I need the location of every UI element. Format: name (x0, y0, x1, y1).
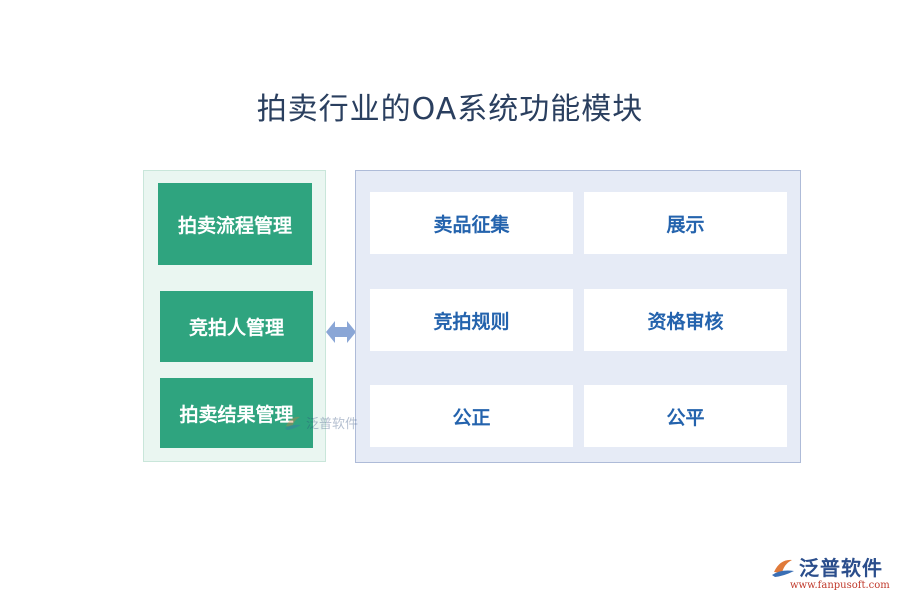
logo-mark-icon (772, 559, 794, 577)
feature-qualification-review: 资格审核 (584, 289, 787, 351)
logo-mark-icon (285, 416, 301, 430)
double-arrow-icon (326, 321, 356, 343)
watermark-text: 泛普软件 (306, 416, 359, 432)
watermark: 泛普软件 (283, 412, 358, 432)
brand-logo: 泛普软件 www.fanpusoft.com (770, 552, 895, 596)
feature-impartial: 公正 (370, 385, 573, 447)
logo-name: 泛普软件 (799, 556, 883, 580)
feature-display: 展示 (584, 192, 787, 254)
module-bidder-management: 竞拍人管理 (160, 291, 313, 362)
page-title: 拍卖行业的OA系统功能模块 (256, 92, 644, 127)
logo-url: www.fanpusoft.com (790, 580, 890, 591)
module-auction-result: 拍卖结果管理 (160, 378, 313, 448)
feature-fair: 公平 (584, 385, 787, 447)
feature-item-collection: 卖品征集 (370, 192, 573, 254)
feature-bidding-rules: 竞拍规则 (370, 289, 573, 351)
module-auction-process: 拍卖流程管理 (158, 183, 312, 265)
